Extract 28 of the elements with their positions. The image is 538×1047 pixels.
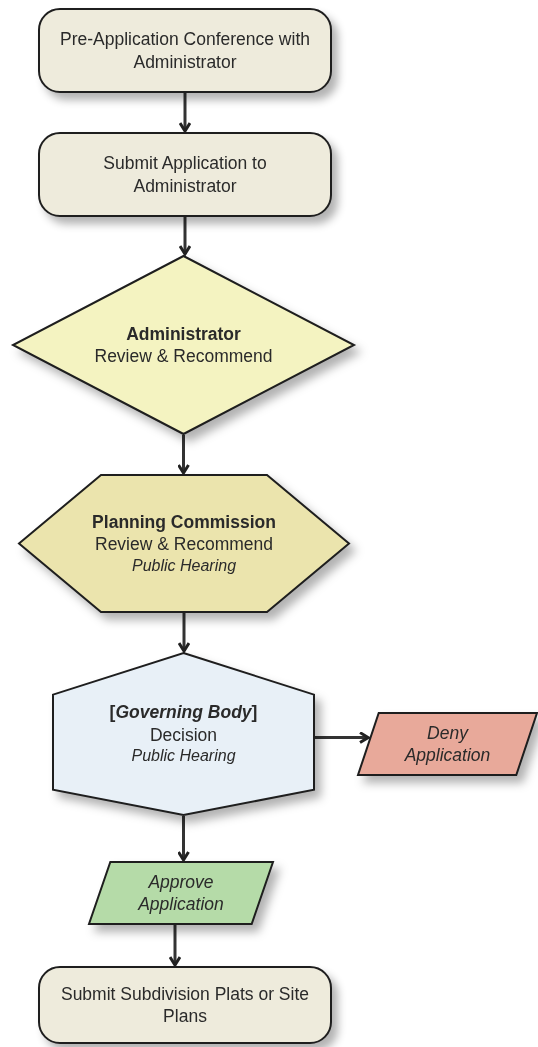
hexagon-box xyxy=(52,652,315,816)
node-text: Decision xyxy=(149,723,218,747)
arrow xyxy=(178,217,192,256)
process-box xyxy=(38,8,332,93)
node-text: Submit Subdivision Plats or Site Plans xyxy=(59,982,310,1028)
node-text: [Governing Body] xyxy=(109,701,258,724)
node-text: Submit Application to Administrator xyxy=(102,152,268,197)
node-text: Public Hearing xyxy=(131,555,237,576)
node-text: Review & Recommend xyxy=(94,345,273,368)
arrow xyxy=(177,435,190,475)
node-text: Deny Application xyxy=(403,721,492,767)
node-text: Review & Recommend xyxy=(95,533,273,556)
arrow xyxy=(315,731,370,745)
arrow xyxy=(168,925,182,967)
arrow xyxy=(178,93,192,133)
node-text: Pre-Application Conference with Administrator xyxy=(59,28,311,73)
outcome-parallelogram xyxy=(357,712,538,776)
node-text: Administrator xyxy=(126,322,241,345)
decision-diamond xyxy=(12,255,355,435)
node-text: Approve Application xyxy=(136,870,225,916)
node-text: Planning Commission xyxy=(92,510,276,534)
arrow xyxy=(177,613,191,653)
process-box xyxy=(38,132,332,217)
process-box xyxy=(38,966,332,1044)
arrow xyxy=(177,816,190,862)
node-text: Public Hearing xyxy=(131,746,236,767)
hexagon-box xyxy=(18,474,350,613)
outcome-parallelogram xyxy=(88,861,274,925)
